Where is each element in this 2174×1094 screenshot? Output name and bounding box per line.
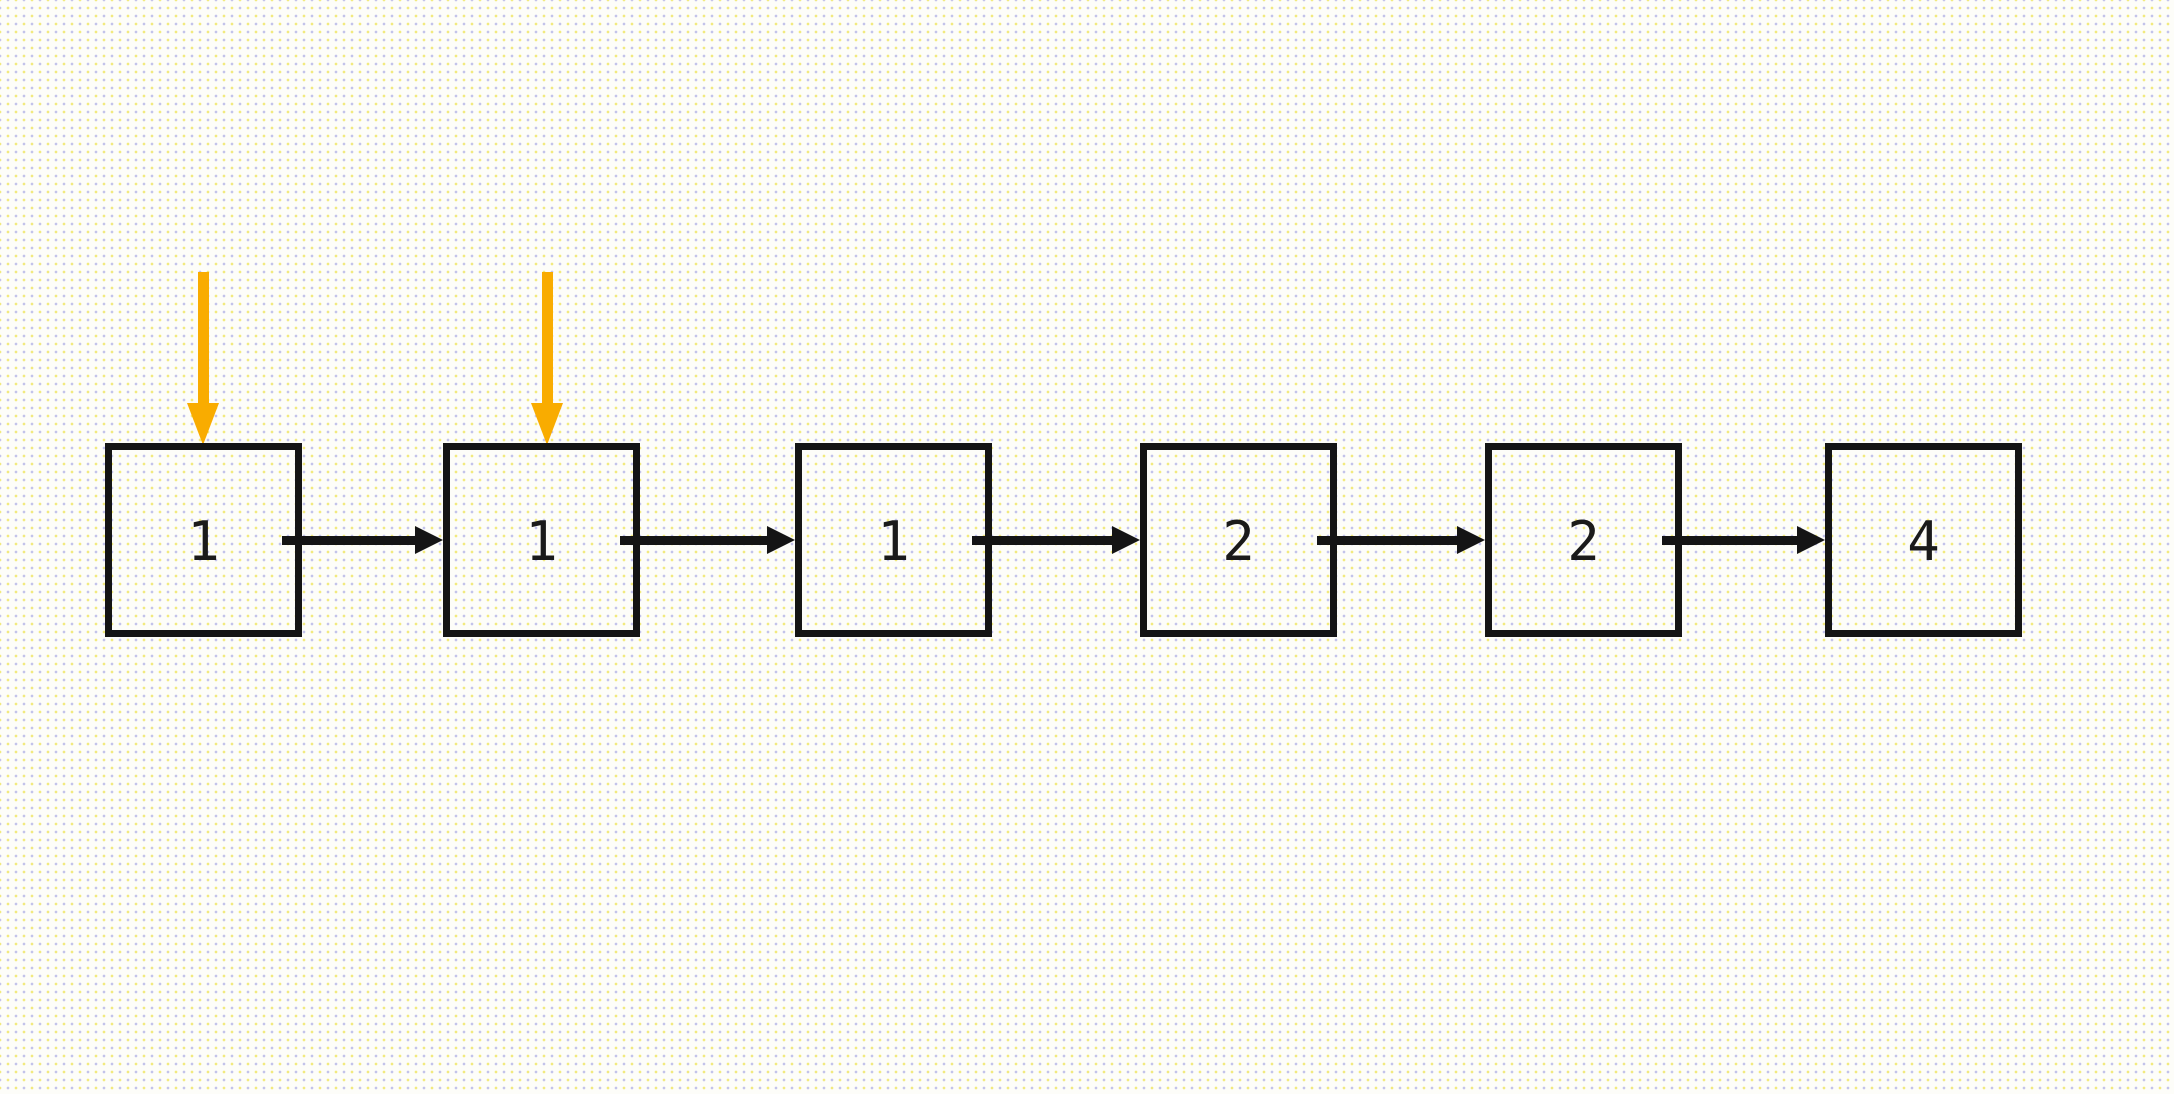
node-value: 2 xyxy=(1222,510,1255,573)
down-arrow-head-icon xyxy=(187,403,219,445)
down-arrow-shaft xyxy=(197,272,209,403)
node-value: 2 xyxy=(1567,510,1600,573)
node-value: 1 xyxy=(877,510,910,573)
list-node-1: 1 xyxy=(105,443,302,637)
list-node-4: 2 xyxy=(1140,443,1337,637)
list-node-2: 1 xyxy=(443,443,640,637)
list-node-5: 2 xyxy=(1485,443,1682,637)
arrow-shaft xyxy=(282,535,415,545)
node-value: 1 xyxy=(525,510,558,573)
next-link-arrow-4 xyxy=(1317,526,1485,554)
arrow-head-icon xyxy=(1797,526,1825,554)
arrow-shaft xyxy=(620,535,767,545)
node-value: 1 xyxy=(187,510,220,573)
next-link-arrow-2 xyxy=(620,526,795,554)
arrow-shaft xyxy=(972,535,1112,545)
next-link-arrow-5 xyxy=(1662,526,1825,554)
down-arrow-head-icon xyxy=(531,403,563,445)
arrow-head-icon xyxy=(415,526,443,554)
next-link-arrow-1 xyxy=(282,526,443,554)
list-node-3: 1 xyxy=(795,443,992,637)
list-node-6: 4 xyxy=(1825,443,2022,637)
arrow-head-icon xyxy=(1457,526,1485,554)
arrow-head-icon xyxy=(1112,526,1140,554)
node-value: 4 xyxy=(1907,510,1940,573)
next-link-arrow-3 xyxy=(972,526,1140,554)
down-pointer-arrow-2 xyxy=(531,272,563,445)
arrow-shaft xyxy=(1317,535,1457,545)
down-pointer-arrow-1 xyxy=(187,272,219,445)
arrow-head-icon xyxy=(767,526,795,554)
arrow-shaft xyxy=(1662,535,1797,545)
down-arrow-shaft xyxy=(541,272,553,403)
